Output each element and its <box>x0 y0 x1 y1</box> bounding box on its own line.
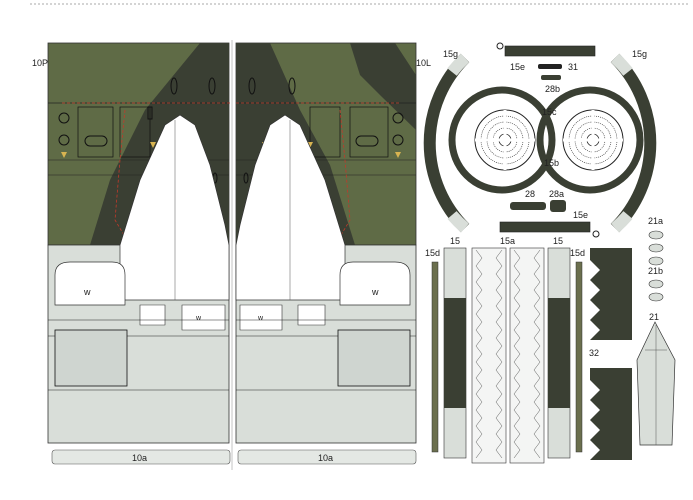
parts-21a-21b: 21a 21b <box>648 216 664 302</box>
ring-15g-left: 15g <box>423 49 470 233</box>
label-15c: 15c <box>542 107 557 117</box>
part-21: 21 <box>636 312 676 446</box>
part-32: 32 <box>589 248 632 460</box>
wheel-left <box>474 109 536 171</box>
label-10l: 10L <box>416 58 431 68</box>
label-15g-right: 15g <box>632 49 647 59</box>
strip-10a-left: 10a <box>51 449 231 465</box>
label-21: 21 <box>649 312 659 322</box>
hull-panel-left: w w 10P <box>32 42 230 444</box>
strip-15-right: 15 <box>547 236 571 459</box>
label-15d-right: 15d <box>570 248 585 258</box>
label-w4: w <box>371 287 379 297</box>
bar-15e-top: 15e <box>496 42 596 72</box>
label-15-b: 15 <box>553 236 563 246</box>
strip-15a: 15a <box>471 236 545 464</box>
part-28b: 28b <box>541 75 561 94</box>
label-15a: 15a <box>500 236 515 246</box>
label-w3: w <box>257 315 264 322</box>
part-28: 28 <box>510 189 546 210</box>
label-15b: 15b <box>544 158 559 168</box>
label-15e-bottom: 15e <box>573 210 588 220</box>
wheel-right <box>562 109 624 171</box>
label-28: 28 <box>525 189 535 199</box>
label-32: 32 <box>589 348 599 358</box>
label-10p: 10P <box>32 58 48 68</box>
label-15g-left: 15g <box>443 49 458 59</box>
label-w2: w <box>195 315 202 322</box>
strip-15d-left: 15d <box>425 248 440 453</box>
strip-15-left: 15 <box>443 236 467 459</box>
part-28a: 28a <box>549 189 566 212</box>
label-21b: 21b <box>648 266 663 276</box>
ring-15c: 15c <box>448 86 644 194</box>
label-28a: 28a <box>549 189 564 199</box>
strip-10a-right: 10a <box>237 449 417 465</box>
label-w1: w <box>83 287 91 297</box>
label-10a-right: 10a <box>318 453 333 463</box>
label-21a: 21a <box>648 216 663 226</box>
bar-15e-bottom: 15e <box>499 210 600 238</box>
label-10a-left: 10a <box>132 453 147 463</box>
label-15d-left: 15d <box>425 248 440 258</box>
strip-15d-right: 15d <box>570 248 585 453</box>
label-28b: 28b <box>545 84 560 94</box>
label-15e-top: 15e <box>510 62 525 72</box>
label-31: 31 <box>568 62 578 72</box>
label-15-a: 15 <box>450 236 460 246</box>
hull-panel-right: w w 10L <box>235 42 431 444</box>
part-31: 31 <box>538 62 578 72</box>
ring-15g-right: 15g <box>610 49 657 233</box>
